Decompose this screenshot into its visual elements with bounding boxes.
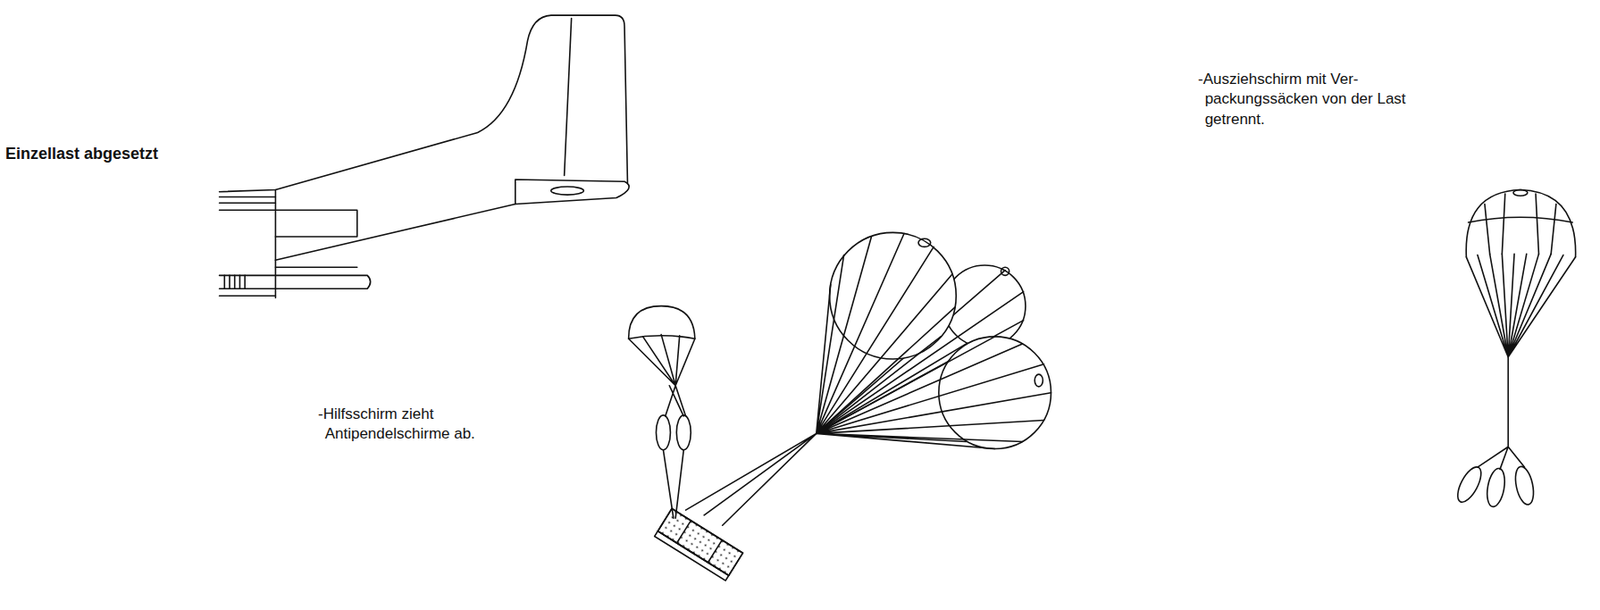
pilot-chute [628, 306, 696, 520]
label-text: -Hilfsschirm zieht Antipendelschirme ab. [318, 404, 528, 445]
load-pallet [654, 509, 744, 582]
drop-caption: Einzellast abgesetzt [5, 143, 238, 166]
aircraft-tail [219, 15, 630, 298]
label-text: -Ausziehschirm mit Ver- packungssäcken v… [1197, 69, 1413, 130]
label-text: Einzellast abgesetzt [5, 143, 238, 166]
step-note: -Ausziehschirm mit Ver- packungssäcken v… [1197, 69, 1413, 130]
extraction-chute [1453, 189, 1576, 508]
riser-lines [686, 433, 817, 526]
step-note: -Hilfsschirm zieht Antipendelschirme ab. [318, 404, 528, 445]
main-parachute-cluster [816, 232, 1052, 449]
